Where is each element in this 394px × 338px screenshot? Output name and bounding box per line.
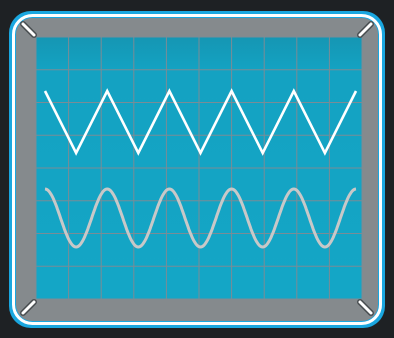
graticule <box>35 36 363 300</box>
traces <box>43 88 358 249</box>
corner-tick-icon-top-right <box>357 21 374 38</box>
corner-tick-icon-bottom-right <box>357 299 374 316</box>
bezel-ring-highlight <box>12 14 382 325</box>
sine-wave-trace <box>44 187 357 249</box>
corner-tick-icon-top-left <box>20 21 37 38</box>
corner-tick-icon-bottom-left <box>20 299 37 316</box>
triangle-wave-trace <box>43 88 358 156</box>
